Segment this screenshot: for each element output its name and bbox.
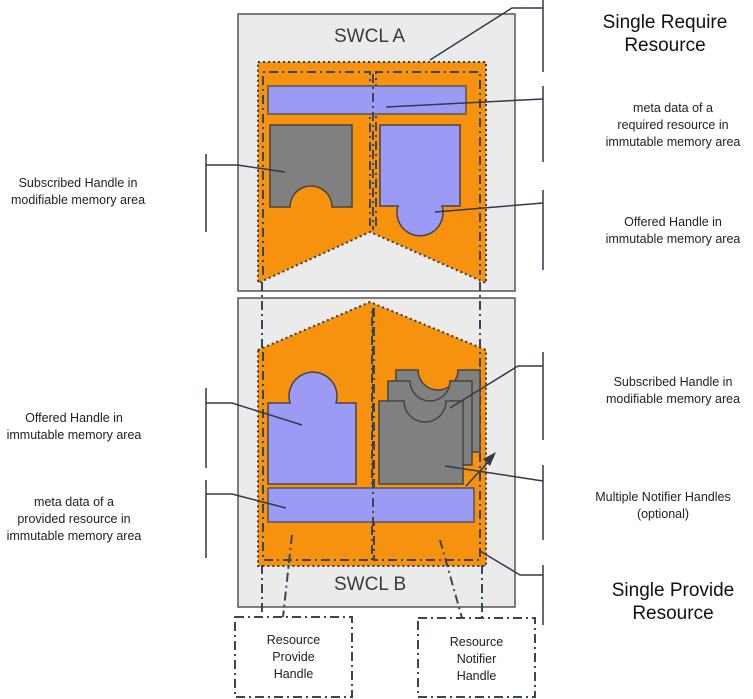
swcl-b-title: SWCL B [334,574,407,595]
provide-connector-2 [282,534,293,618]
swcl-a-right-outline [375,71,481,275]
notifier-arrow-head [483,452,496,466]
required-meta-data-bar [267,85,467,115]
offered-handle-b-piece [267,371,357,485]
swcl-b-right-outline [373,308,481,561]
multiple-notifier-label: Multiple Notifier Handles(optional) [595,490,731,521]
right-callout-lines [385,0,544,625]
swcl-a-title: SWCL A [334,26,406,47]
subscribed-handle-b-piece-front [378,400,464,485]
resource-notifier-handle-box [417,617,536,698]
swcl-a-left-outline [262,71,371,275]
resource-provide-handle-box [234,616,353,698]
swcl-b-left-outline [262,308,373,561]
subscribed-handle-a-piece [269,124,353,208]
left-callout-lines [205,154,303,558]
notifier-connector-1 [439,539,463,619]
provided-meta-data-bar [267,487,475,523]
offered-handle-a-piece [379,124,461,237]
